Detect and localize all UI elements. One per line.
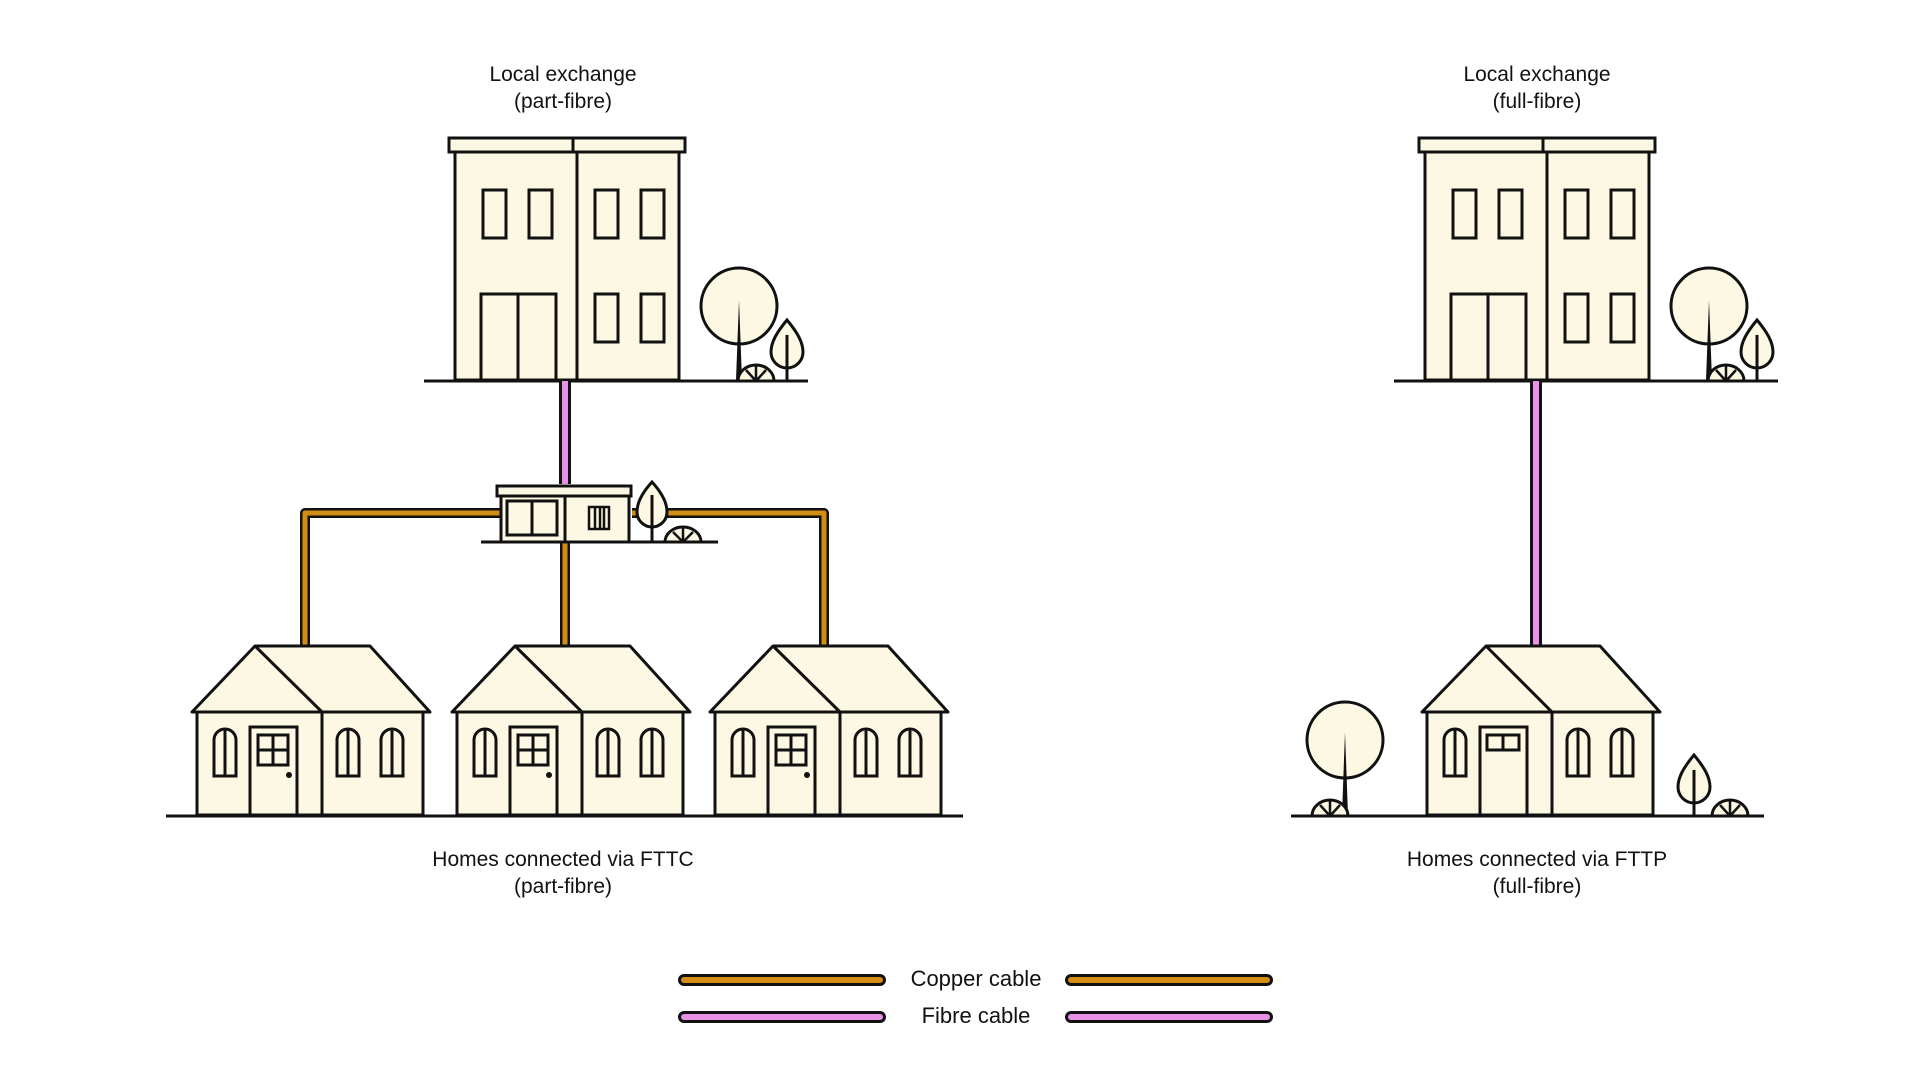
- left-exchange-caption: Local exchange (part-fibre): [353, 61, 773, 115]
- right-homes-subtitle: (full-fibre): [1492, 875, 1582, 898]
- fibre-cable-left: [559, 381, 571, 484]
- legend-fibre-swatch: [678, 1011, 1273, 1023]
- legend-copper-swatch: [678, 974, 1273, 986]
- left-exchange-subtitle: (part-fibre): [513, 90, 613, 113]
- legend-fibre-label: Fibre cable: [921, 1003, 1031, 1028]
- left-homes-caption: Homes connected via FTTC (part-fibre): [353, 846, 773, 900]
- house-1: [190, 644, 432, 817]
- right-trees: [1305, 700, 1750, 818]
- right-homes-caption: Homes connected via FTTP (full-fibre): [1327, 846, 1747, 900]
- house-3: [708, 644, 950, 817]
- right-homes-title: Homes connected via FTTP: [1406, 848, 1668, 871]
- house-2: [450, 644, 692, 817]
- left-homes-subtitle: (part-fibre): [513, 875, 613, 898]
- right-exchange-title: Local exchange: [1463, 63, 1611, 86]
- right-exchange-building: [1392, 136, 1780, 383]
- legend-copper-label: Copper cable: [910, 966, 1042, 991]
- house-fttp: [1420, 644, 1662, 817]
- left-homes-title: Homes connected via FTTC: [432, 848, 694, 871]
- street-cabinet: [481, 479, 718, 544]
- left-exchange-title: Local exchange: [489, 63, 637, 86]
- fibre-cable-right: [1530, 381, 1542, 647]
- left-exchange-building: [422, 136, 810, 383]
- right-exchange-subtitle: (full-fibre): [1492, 90, 1582, 113]
- right-exchange-caption: Local exchange (full-fibre): [1327, 61, 1747, 115]
